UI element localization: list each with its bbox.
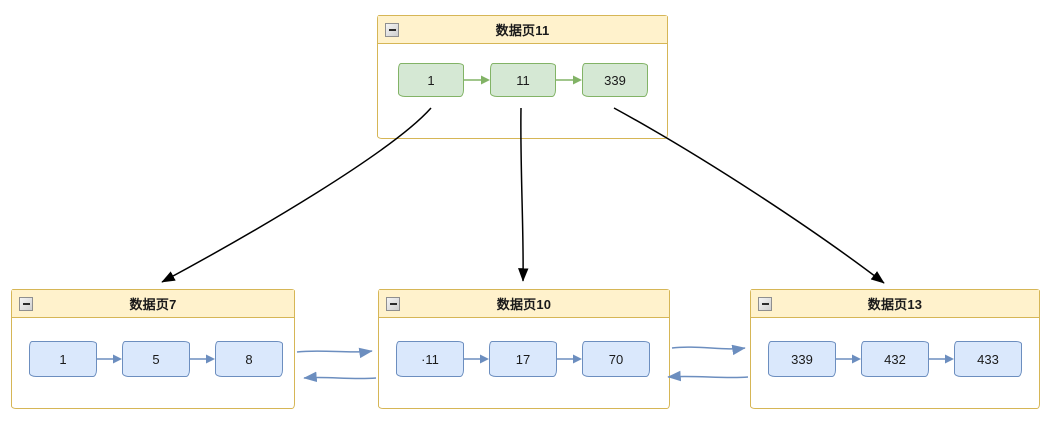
collapse-icon[interactable] bbox=[386, 296, 400, 311]
link-arrow-page13-to-page10 bbox=[667, 370, 749, 382]
right-arrow-icon bbox=[190, 354, 215, 364]
right-arrow-icon bbox=[464, 75, 490, 85]
link-arrow-page10-to-page13 bbox=[671, 344, 746, 356]
link-arrow-page7-to-page10 bbox=[296, 347, 373, 359]
record-cell: 433 bbox=[954, 341, 1022, 377]
link-arrow-page10-to-page7 bbox=[303, 371, 377, 383]
right-arrow-icon bbox=[929, 354, 954, 364]
record-cell: 8 bbox=[215, 341, 283, 377]
record-cell: 1 bbox=[398, 63, 464, 97]
minus-icon bbox=[22, 302, 30, 305]
page-leaf-10: 数据页10 ·11 17 70 bbox=[378, 289, 670, 409]
page-title: 数据页10 bbox=[496, 297, 552, 312]
page-leaf-13-cells: 339 432 433 bbox=[751, 318, 1039, 377]
page-leaf-7-cells: 1 5 8 bbox=[12, 318, 294, 377]
minus-icon bbox=[389, 302, 397, 305]
page-root-cells: 1 11 339 bbox=[378, 44, 667, 97]
record-cell: 339 bbox=[768, 341, 836, 377]
right-arrow-icon bbox=[464, 354, 489, 364]
page-leaf-10-cells: ·11 17 70 bbox=[379, 318, 669, 377]
collapse-icon[interactable] bbox=[385, 22, 399, 37]
record-cell: 17 bbox=[489, 341, 557, 377]
record-cell: 339 bbox=[582, 63, 648, 97]
page-leaf-10-header: 数据页10 bbox=[379, 290, 669, 318]
minus-icon bbox=[388, 28, 396, 31]
page-leaf-13-header: 数据页13 bbox=[751, 290, 1039, 318]
page-leaf-7: 数据页7 1 5 8 bbox=[11, 289, 295, 409]
page-leaf-13: 数据页13 339 432 433 bbox=[750, 289, 1040, 409]
record-cell: 11 bbox=[490, 63, 556, 97]
record-cell: 5 bbox=[122, 341, 190, 377]
page-leaf-7-header: 数据页7 bbox=[12, 290, 294, 318]
page-title: 数据页7 bbox=[129, 297, 177, 312]
record-cell: 1 bbox=[29, 341, 97, 377]
collapse-icon[interactable] bbox=[19, 296, 33, 311]
page-title: 数据页11 bbox=[495, 23, 550, 38]
record-cell: ·11 bbox=[396, 341, 464, 377]
right-arrow-icon bbox=[557, 354, 582, 364]
page-root-header: 数据页11 bbox=[378, 16, 667, 44]
page-root: 数据页11 1 11 339 bbox=[377, 15, 668, 139]
collapse-icon[interactable] bbox=[758, 296, 772, 311]
record-cell: 432 bbox=[861, 341, 929, 377]
right-arrow-icon bbox=[556, 75, 582, 85]
minus-icon bbox=[761, 302, 769, 305]
page-title: 数据页13 bbox=[867, 297, 923, 312]
right-arrow-icon bbox=[97, 354, 122, 364]
right-arrow-icon bbox=[836, 354, 861, 364]
record-cell: 70 bbox=[582, 341, 650, 377]
